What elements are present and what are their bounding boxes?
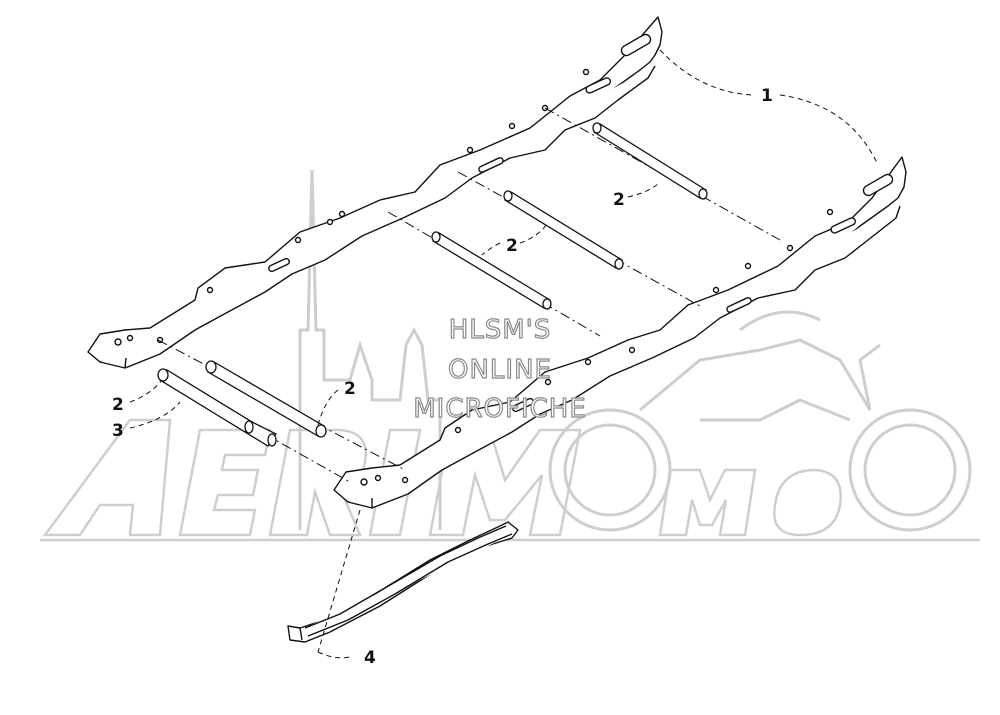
watermark-brand-letters [40,418,980,542]
shaft-b [503,190,624,270]
callout-3: 3 [112,421,124,441]
callout-1: 1 [761,86,773,106]
shaft-c [431,231,552,310]
callout-4: 4 [364,648,376,668]
watermark-line-1: HLSM'S [448,314,552,345]
watermark-motorcycle [548,310,972,532]
shaft-a [592,122,708,200]
watermark-line-3: MICROFICHE [413,393,587,424]
upper-rail [87,16,663,369]
callout-2b: 2 [506,236,518,256]
leader-lines [129,49,879,659]
callout-2a: 2 [613,190,625,210]
shaft-d [205,360,327,438]
shaft-e [157,368,277,447]
watermark-cathedral [298,169,442,530]
watermark-line-2: ONLINE [447,354,552,385]
callout-numbers: 1 2 2 2 2 3 4 [112,86,773,668]
cross-shafts [157,107,781,483]
lower-rail [333,156,907,509]
callout-2c: 2 [344,379,356,399]
callout-2d: 2 [112,395,124,415]
slide-rail [287,521,519,643]
